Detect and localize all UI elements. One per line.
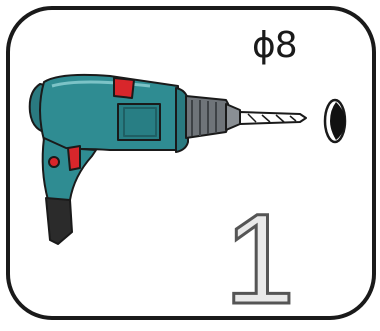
illustration (0, 0, 380, 323)
drill-bit-size-label: ϕ8 (252, 28, 297, 64)
step-number: 1 (224, 196, 295, 324)
drill-hole-icon (325, 100, 345, 142)
